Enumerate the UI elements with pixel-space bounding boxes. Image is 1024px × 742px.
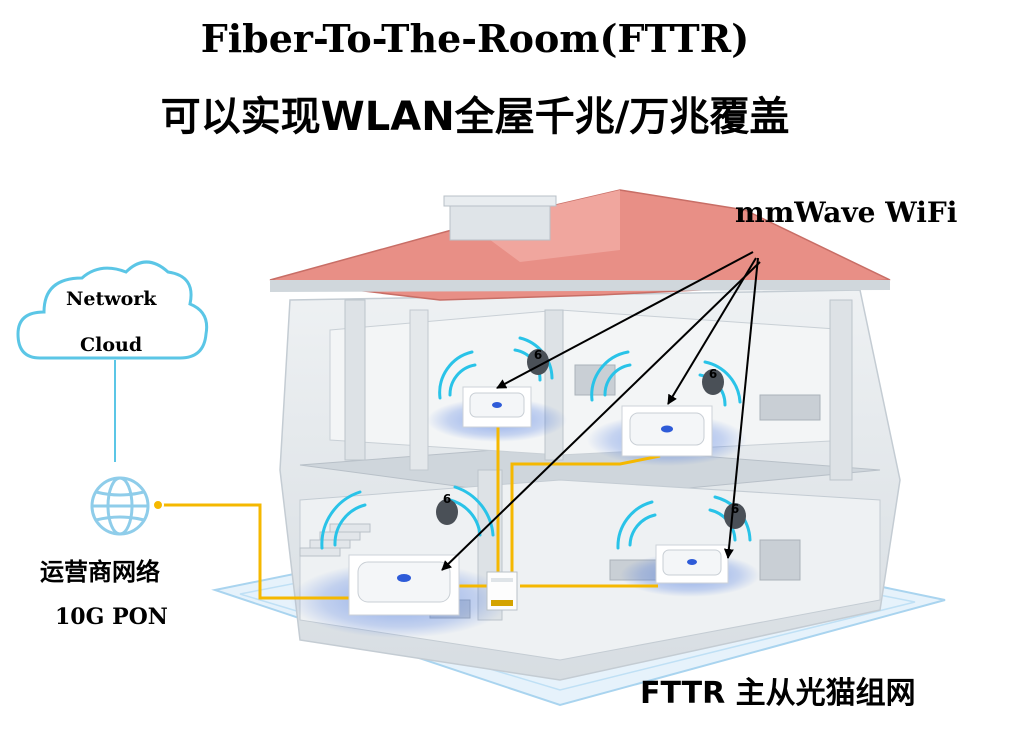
access-point-upper-right — [621, 405, 713, 457]
fiber-endpoint — [152, 499, 164, 511]
globe-icon — [90, 476, 150, 536]
wifi6-badge — [702, 369, 724, 395]
title: Fiber-To-The-Room(FTTR) — [200, 16, 750, 61]
chimney — [449, 199, 551, 241]
wifi6-badges: 6 6 6 6 — [436, 348, 746, 529]
network-cloud — [16, 260, 209, 360]
access-point-lower-right — [655, 544, 729, 584]
mmwave-arrows — [441, 251, 761, 571]
wifi6-badge — [436, 499, 458, 525]
cloud-label-line2: Cloud — [80, 334, 143, 356]
access-point-upper-left — [462, 386, 532, 428]
svg-text:6: 6 — [731, 502, 739, 516]
cloud-label-line1: Network — [66, 288, 157, 310]
operator-network-label: 运营商网络 — [40, 558, 160, 586]
master-ont — [486, 571, 518, 611]
svg-text:6: 6 — [709, 367, 717, 381]
svg-text:6: 6 — [534, 348, 542, 362]
subtitle: 可以实现WLAN全屋千兆/万兆覆盖 — [160, 94, 790, 140]
mmwave-label: mmWave WiFi — [735, 196, 958, 229]
fttr-networking-label: FTTR 主从光猫组网 — [640, 676, 916, 711]
pon-label: 10G PON — [55, 604, 168, 630]
fiber-lines — [158, 426, 661, 600]
access-point-main — [348, 554, 460, 616]
svg-text:6: 6 — [443, 492, 451, 506]
wifi6-badge — [724, 503, 746, 529]
